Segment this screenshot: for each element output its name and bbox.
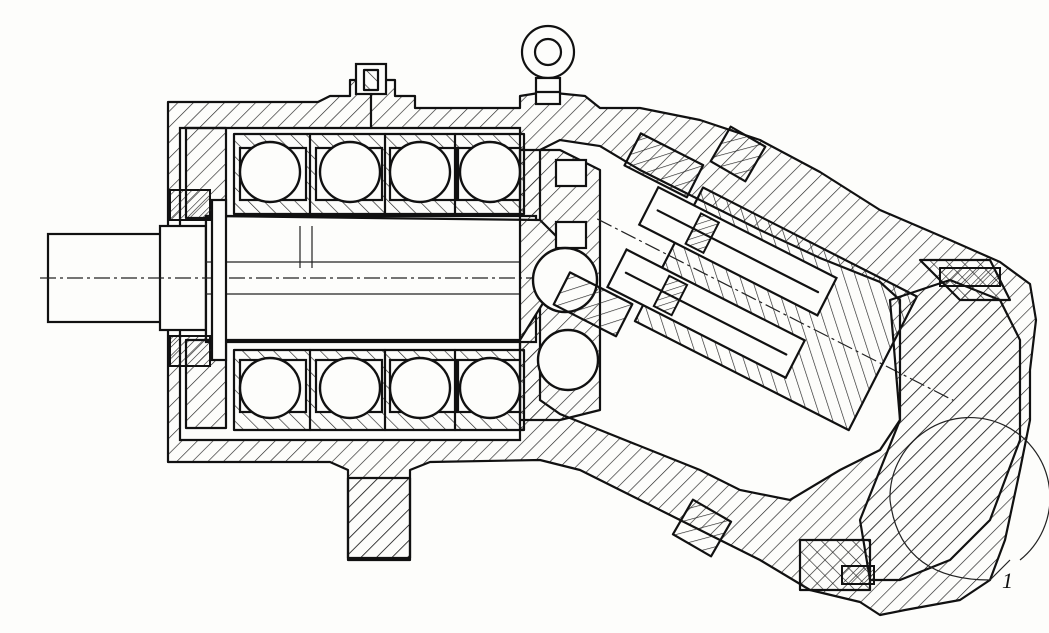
upper-bearing-row: [232, 132, 526, 216]
top-port-fitting: [354, 62, 388, 130]
drive-flange: [518, 148, 602, 422]
cylinder-block: [552, 132, 954, 432]
shaft-seal: [169, 126, 228, 430]
mounting-foot: [346, 476, 412, 560]
detail-circle: 1: [889, 417, 1049, 593]
housing-bolts: [671, 125, 767, 558]
lower-bearing-row: [232, 348, 526, 432]
port-plate: [798, 258, 1022, 592]
lifting-eye: [520, 24, 576, 106]
drive-shaft: [40, 214, 562, 344]
detail-callout-label: 1: [1002, 568, 1013, 593]
